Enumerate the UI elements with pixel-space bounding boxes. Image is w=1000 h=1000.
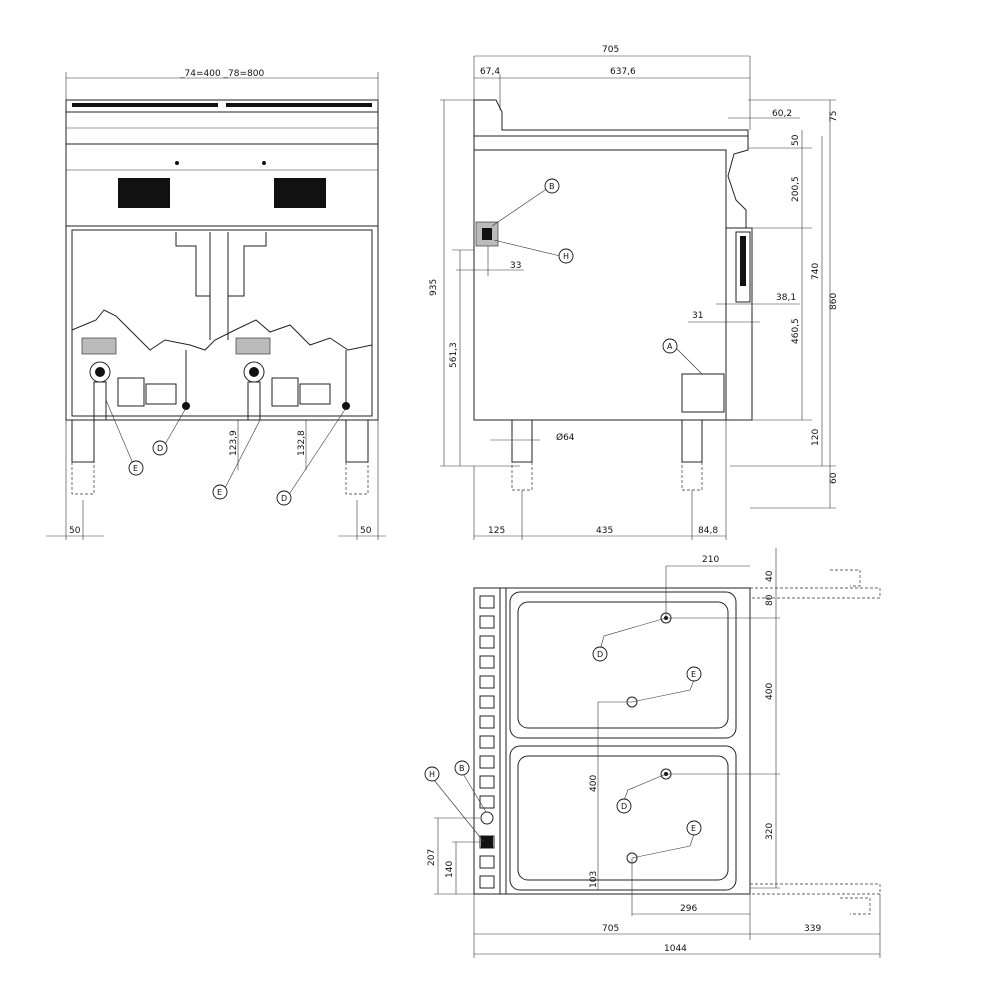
- side-total-width: 705: [602, 45, 619, 55]
- top-callout-h: H: [429, 770, 435, 779]
- top-dim-400-right: 400: [765, 683, 775, 700]
- side-height-total: 935: [429, 279, 439, 296]
- side-callout-h: H: [563, 252, 569, 261]
- side-dim-120: 120: [811, 429, 821, 446]
- front-callout-d2: D: [281, 494, 287, 503]
- side-view: 705 67,4 637,6 60,2 33 B H A: [429, 45, 839, 540]
- front-callout-d1: D: [157, 444, 163, 453]
- front-view: _74=400 _78=800: [46, 69, 386, 540]
- top-width-1044: 1044: [664, 944, 687, 954]
- top-callout-e2: E: [691, 824, 696, 833]
- side-dim-50: 50: [791, 134, 801, 146]
- side-callout-b: B: [549, 182, 555, 191]
- front-callout-e2: E: [217, 488, 222, 497]
- front-right-foot: 50: [360, 526, 372, 536]
- top-width-339: 339: [804, 924, 821, 934]
- side-leg-diameter: Ø64: [556, 432, 575, 443]
- top-dim-103: 103: [589, 871, 599, 888]
- side-dim-33: 33: [510, 261, 521, 271]
- side-bottom-mid: 435: [596, 526, 613, 536]
- top-dim-40: 40: [765, 570, 775, 582]
- top-dim-320: 320: [765, 823, 775, 840]
- side-dim-31: 31: [692, 311, 703, 321]
- front-top-width: _74=400 _78=800: [179, 69, 264, 79]
- side-bottom-right: 84,8: [698, 526, 718, 536]
- front-left-foot: 50: [69, 526, 81, 536]
- side-dim-38: 38,1: [776, 293, 796, 303]
- side-dim-860: 860: [829, 293, 839, 310]
- top-callout-e1: E: [691, 670, 696, 679]
- side-top-width: 637,6: [610, 67, 636, 77]
- side-height-lower: 561,3: [449, 342, 459, 368]
- front-dim-132: 132,8: [297, 430, 307, 456]
- top-callout-d1: D: [597, 650, 603, 659]
- top-dim-210: 210: [702, 555, 719, 565]
- top-dim-400-mid: 400: [589, 775, 599, 792]
- top-view: 210 40 80 400 320 400 103 296 207 140 70…: [424, 548, 881, 958]
- front-dim-123: 123,9: [229, 430, 239, 456]
- top-callout-d2: D: [621, 802, 627, 811]
- side-callout-a: A: [667, 342, 673, 351]
- top-dim-80: 80: [765, 594, 775, 606]
- top-dim-207: 207: [427, 849, 437, 866]
- front-callout-e1: E: [133, 464, 138, 473]
- side-dim-740: 740: [811, 263, 821, 280]
- side-bottom-left: 125: [488, 526, 505, 536]
- side-dim-60: 60: [829, 472, 839, 484]
- side-left-offset: 67,4: [480, 67, 500, 77]
- top-callout-b: B: [459, 764, 465, 773]
- top-dim-140: 140: [445, 861, 455, 878]
- top-width-705: 705: [602, 924, 619, 934]
- side-dim-200: 200,5: [791, 176, 801, 202]
- side-dim-75: 75: [829, 111, 839, 122]
- side-dim-460: 460,5: [791, 318, 801, 344]
- top-dim-296: 296: [680, 904, 697, 914]
- side-right-offset: 60,2: [772, 109, 792, 119]
